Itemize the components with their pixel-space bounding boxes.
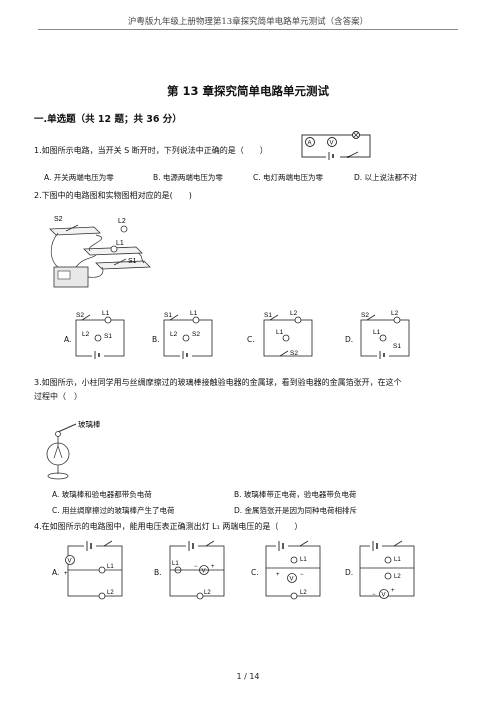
question-3-option-c[interactable]: C. 用丝绸摩擦过的玻璃棒产生了电荷 — [52, 506, 175, 515]
photo-label-s2: S2 — [54, 216, 63, 223]
question-3-stem-line-2: 过程中（ ） — [34, 392, 82, 401]
svg-text:L2: L2 — [107, 590, 114, 596]
question-2-physical-setup: S2 L2 L1 S1 — [49, 216, 151, 288]
header-divider — [38, 29, 458, 30]
svg-text:−: − — [194, 564, 198, 570]
question-4-circuit-b: L1 V − + L2 — [169, 540, 225, 600]
svg-text:V: V — [290, 577, 294, 583]
question-2-circuit-b: S1 L1 L2 S2 — [163, 310, 213, 359]
question-3-option-b[interactable]: B. 玻璃棒带正电荷，验电器带负电荷 — [234, 490, 357, 499]
voltmeter-label: V — [330, 141, 334, 147]
photo-label-l2: L2 — [118, 218, 126, 225]
svg-text:L1: L1 — [102, 310, 110, 317]
section-heading: 一.单选题（共 12 题；共 36 分） — [34, 114, 182, 125]
question-4-option-d[interactable]: D. — [345, 568, 354, 577]
svg-text:S2: S2 — [361, 312, 369, 319]
question-2-circuit-a: S2 L1 L2 S1 — [75, 310, 125, 359]
question-4-option-b[interactable]: B. — [154, 568, 162, 577]
page-header: 沪粤版九年级上册物理第13章探究简单电路单元测试（含答案） — [127, 17, 369, 27]
svg-text:L2: L2 — [204, 590, 211, 596]
question-2-option-b[interactable]: B. — [152, 335, 160, 344]
question-1-circuit-diagram: A V — [301, 131, 371, 160]
svg-text:L1: L1 — [394, 557, 401, 563]
svg-text:S2: S2 — [192, 331, 200, 338]
question-3-option-a[interactable]: A. 玻璃棒和验电器都带负电荷 — [52, 490, 152, 499]
question-4-circuit-a: V + L1 L2 — [64, 540, 123, 600]
question-2-option-a[interactable]: A. — [64, 335, 72, 344]
question-4-stem: 4.在如图所示的电路图中，能用电压表正确测出灯 L₁ 两端电压的是（ ） — [34, 522, 303, 531]
svg-text:+: + — [276, 572, 280, 578]
question-3-stem-line-1: 3.如图所示，小柱同学用与丝绸摩擦过的玻璃棒接触验电器的金属球，看到验电器的金属… — [34, 378, 402, 387]
svg-text:S1: S1 — [104, 333, 112, 340]
question-2-option-d[interactable]: D. — [345, 335, 354, 344]
photo-label-l1: L1 — [116, 240, 124, 247]
svg-text:S2: S2 — [76, 312, 84, 319]
svg-text:−: − — [300, 572, 304, 578]
question-4-circuit-d: L1 L2 V − + — [359, 540, 415, 599]
electroscope-rod-label: 玻璃棒 — [78, 419, 101, 429]
svg-text:+: + — [64, 571, 68, 577]
question-4-option-c[interactable]: C. — [251, 568, 259, 577]
photo-label-s1: S1 — [128, 258, 137, 265]
document-title: 第 13 章探究简单电路单元测试 — [166, 84, 329, 98]
svg-text:L1: L1 — [172, 561, 179, 567]
svg-text:L1: L1 — [107, 564, 114, 570]
question-1-option-b[interactable]: B. 电源两端电压为零 — [153, 173, 223, 182]
svg-text:V: V — [382, 593, 386, 599]
svg-text:S2: S2 — [290, 350, 298, 357]
svg-text:S1: S1 — [264, 312, 272, 319]
question-3-electroscope-figure: 玻璃棒 — [46, 419, 101, 480]
question-4-option-a[interactable]: A. — [52, 568, 60, 577]
svg-text:V: V — [202, 569, 206, 575]
question-3-option-d[interactable]: D. 金属箔张开是因为同种电荷相排斥 — [234, 506, 358, 515]
question-1-stem: 1.如图所示电路，当开关 S 断开时，下列说法中正确的是（ ） — [34, 146, 268, 155]
question-4-circuit-c: L1 V + − L2 — [265, 540, 321, 600]
page-number: 1 / 14 — [236, 672, 260, 681]
question-2-circuit-c: S1 L2 L1 S2 — [263, 310, 313, 357]
question-1-option-a[interactable]: A. 开关两端电压为零 — [44, 173, 114, 182]
svg-text:L1: L1 — [373, 329, 381, 336]
svg-text:L2: L2 — [300, 590, 307, 596]
svg-text:−: − — [372, 592, 376, 598]
svg-text:L1: L1 — [190, 310, 198, 317]
svg-text:V: V — [68, 559, 72, 565]
svg-text:L2: L2 — [170, 331, 178, 338]
svg-text:L2: L2 — [82, 331, 90, 338]
svg-text:L1: L1 — [300, 557, 307, 563]
svg-text:+: + — [391, 588, 395, 594]
question-1-option-c[interactable]: C. 电灯两端电压为零 — [253, 173, 324, 182]
question-2-circuit-d: S2 L2 L1 S1 — [360, 310, 410, 359]
question-2-stem: 2.下图中的电路图和实物图相对应的是( ) — [34, 191, 192, 200]
ammeter-label: A — [308, 141, 312, 147]
svg-text:L1: L1 — [276, 329, 284, 336]
svg-text:+: + — [211, 564, 215, 570]
question-1-option-d[interactable]: D. 以上说法都不对 — [354, 173, 418, 182]
svg-text:L2: L2 — [391, 310, 399, 317]
question-2-option-c[interactable]: C. — [247, 335, 255, 344]
svg-text:L2: L2 — [394, 574, 401, 580]
svg-text:S1: S1 — [164, 312, 172, 319]
svg-text:L2: L2 — [290, 310, 298, 317]
svg-text:S1: S1 — [393, 343, 401, 350]
